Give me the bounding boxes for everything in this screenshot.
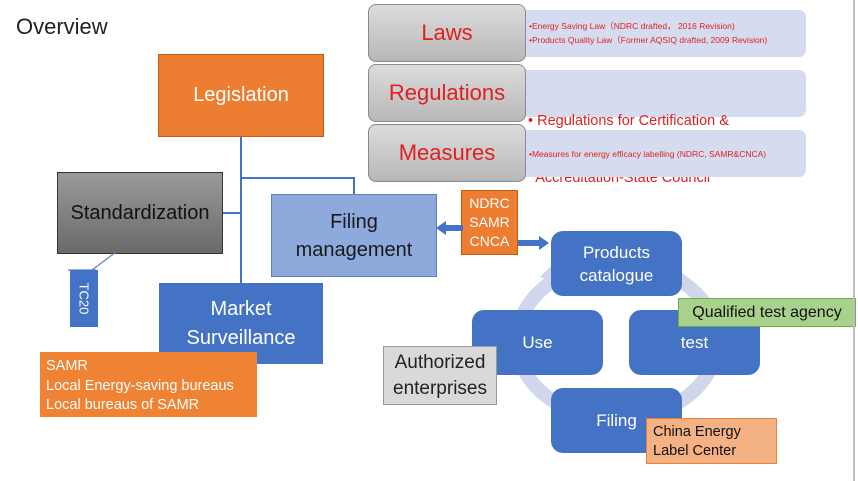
filing-label: Filing (596, 410, 637, 430)
laws-line1: •Energy Saving Law（NDRC drafted， 2016 Re… (529, 21, 735, 31)
arrow-to-filing-management (436, 221, 463, 235)
laws-box: Laws (368, 4, 526, 62)
regulations-detail: • Regulations for Certification & Accred… (520, 70, 806, 186)
china-label-line2: Label Center (653, 443, 737, 459)
laws-line2: •Products Quality Law（Former AQSIQ draft… (529, 35, 768, 45)
authorized-line1: Authorized (394, 351, 486, 373)
market-org-samr: SAMR (46, 358, 88, 374)
products-line2: catalogue (579, 265, 654, 285)
authorized-line2: enterprises (393, 377, 487, 399)
agency-ndrc: NDRC (469, 195, 510, 211)
filing-management-line2: management (295, 238, 413, 261)
connector-standardization (223, 212, 241, 214)
market-org-energy: Local Energy-saving bureaus (46, 377, 234, 394)
regulations-box: Regulations (368, 64, 526, 122)
products-line1: Products (582, 242, 651, 262)
connector-filing-v (353, 177, 355, 195)
legislation-box: Legislation (158, 54, 324, 137)
page-title: Overview (16, 14, 108, 39)
qualified-agency-box: Qualified test agency (678, 298, 856, 327)
tc20-box: TC20 (70, 270, 98, 327)
standardization-label: Standardization (70, 201, 210, 224)
market-orgs-box: SAMR Local Energy-saving bureaus Local b… (40, 352, 257, 417)
filing-management-box: Filing management (271, 194, 437, 277)
laws-detail: •Energy Saving Law（NDRC drafted， 2016 Re… (520, 10, 806, 57)
measures-box: Measures (368, 124, 526, 182)
regulations-line1: • Regulations for Certification & (528, 113, 729, 129)
regulations-label: Regulations (388, 80, 506, 105)
china-label-center-box: China Energy Label Center (646, 418, 777, 464)
market-surveillance-line1: Market (210, 297, 272, 320)
agency-samr: SAMR (469, 214, 510, 230)
authorized-enterprises-box: Authorized enterprises (383, 346, 497, 405)
measures-label: Measures (398, 140, 496, 165)
market-surveillance-line2: Surveillance (186, 326, 296, 349)
china-label-line1: China Energy (653, 424, 741, 440)
agencies-box: NDRC SAMR CNCA (461, 190, 518, 255)
tc20-label: TC20 (76, 282, 92, 315)
market-surveillance-box: Market Surveillance (159, 283, 323, 364)
arrow-to-products-catalogue (518, 236, 549, 250)
measures-detail: •Measures for energy efficacy labelling … (520, 130, 806, 177)
standardization-box: Standardization (57, 172, 223, 254)
products-catalogue-node: Products catalogue (551, 231, 682, 296)
use-label: Use (522, 332, 553, 352)
use-node: Use (472, 310, 603, 375)
measures-line1: •Measures for energy efficacy labelling … (529, 149, 767, 159)
connector-filing-h (240, 177, 354, 179)
slide-edge (853, 0, 855, 481)
connector-vertical (240, 136, 242, 284)
legislation-label: Legislation (193, 84, 289, 106)
test-label: test (680, 332, 709, 352)
filing-management-line1: Filing (330, 210, 378, 233)
agency-cnca: CNCA (469, 233, 510, 249)
market-org-local: Local bureaus of SAMR (46, 397, 200, 413)
qualified-label: Qualified test agency (692, 303, 842, 321)
laws-label: Laws (421, 20, 473, 45)
